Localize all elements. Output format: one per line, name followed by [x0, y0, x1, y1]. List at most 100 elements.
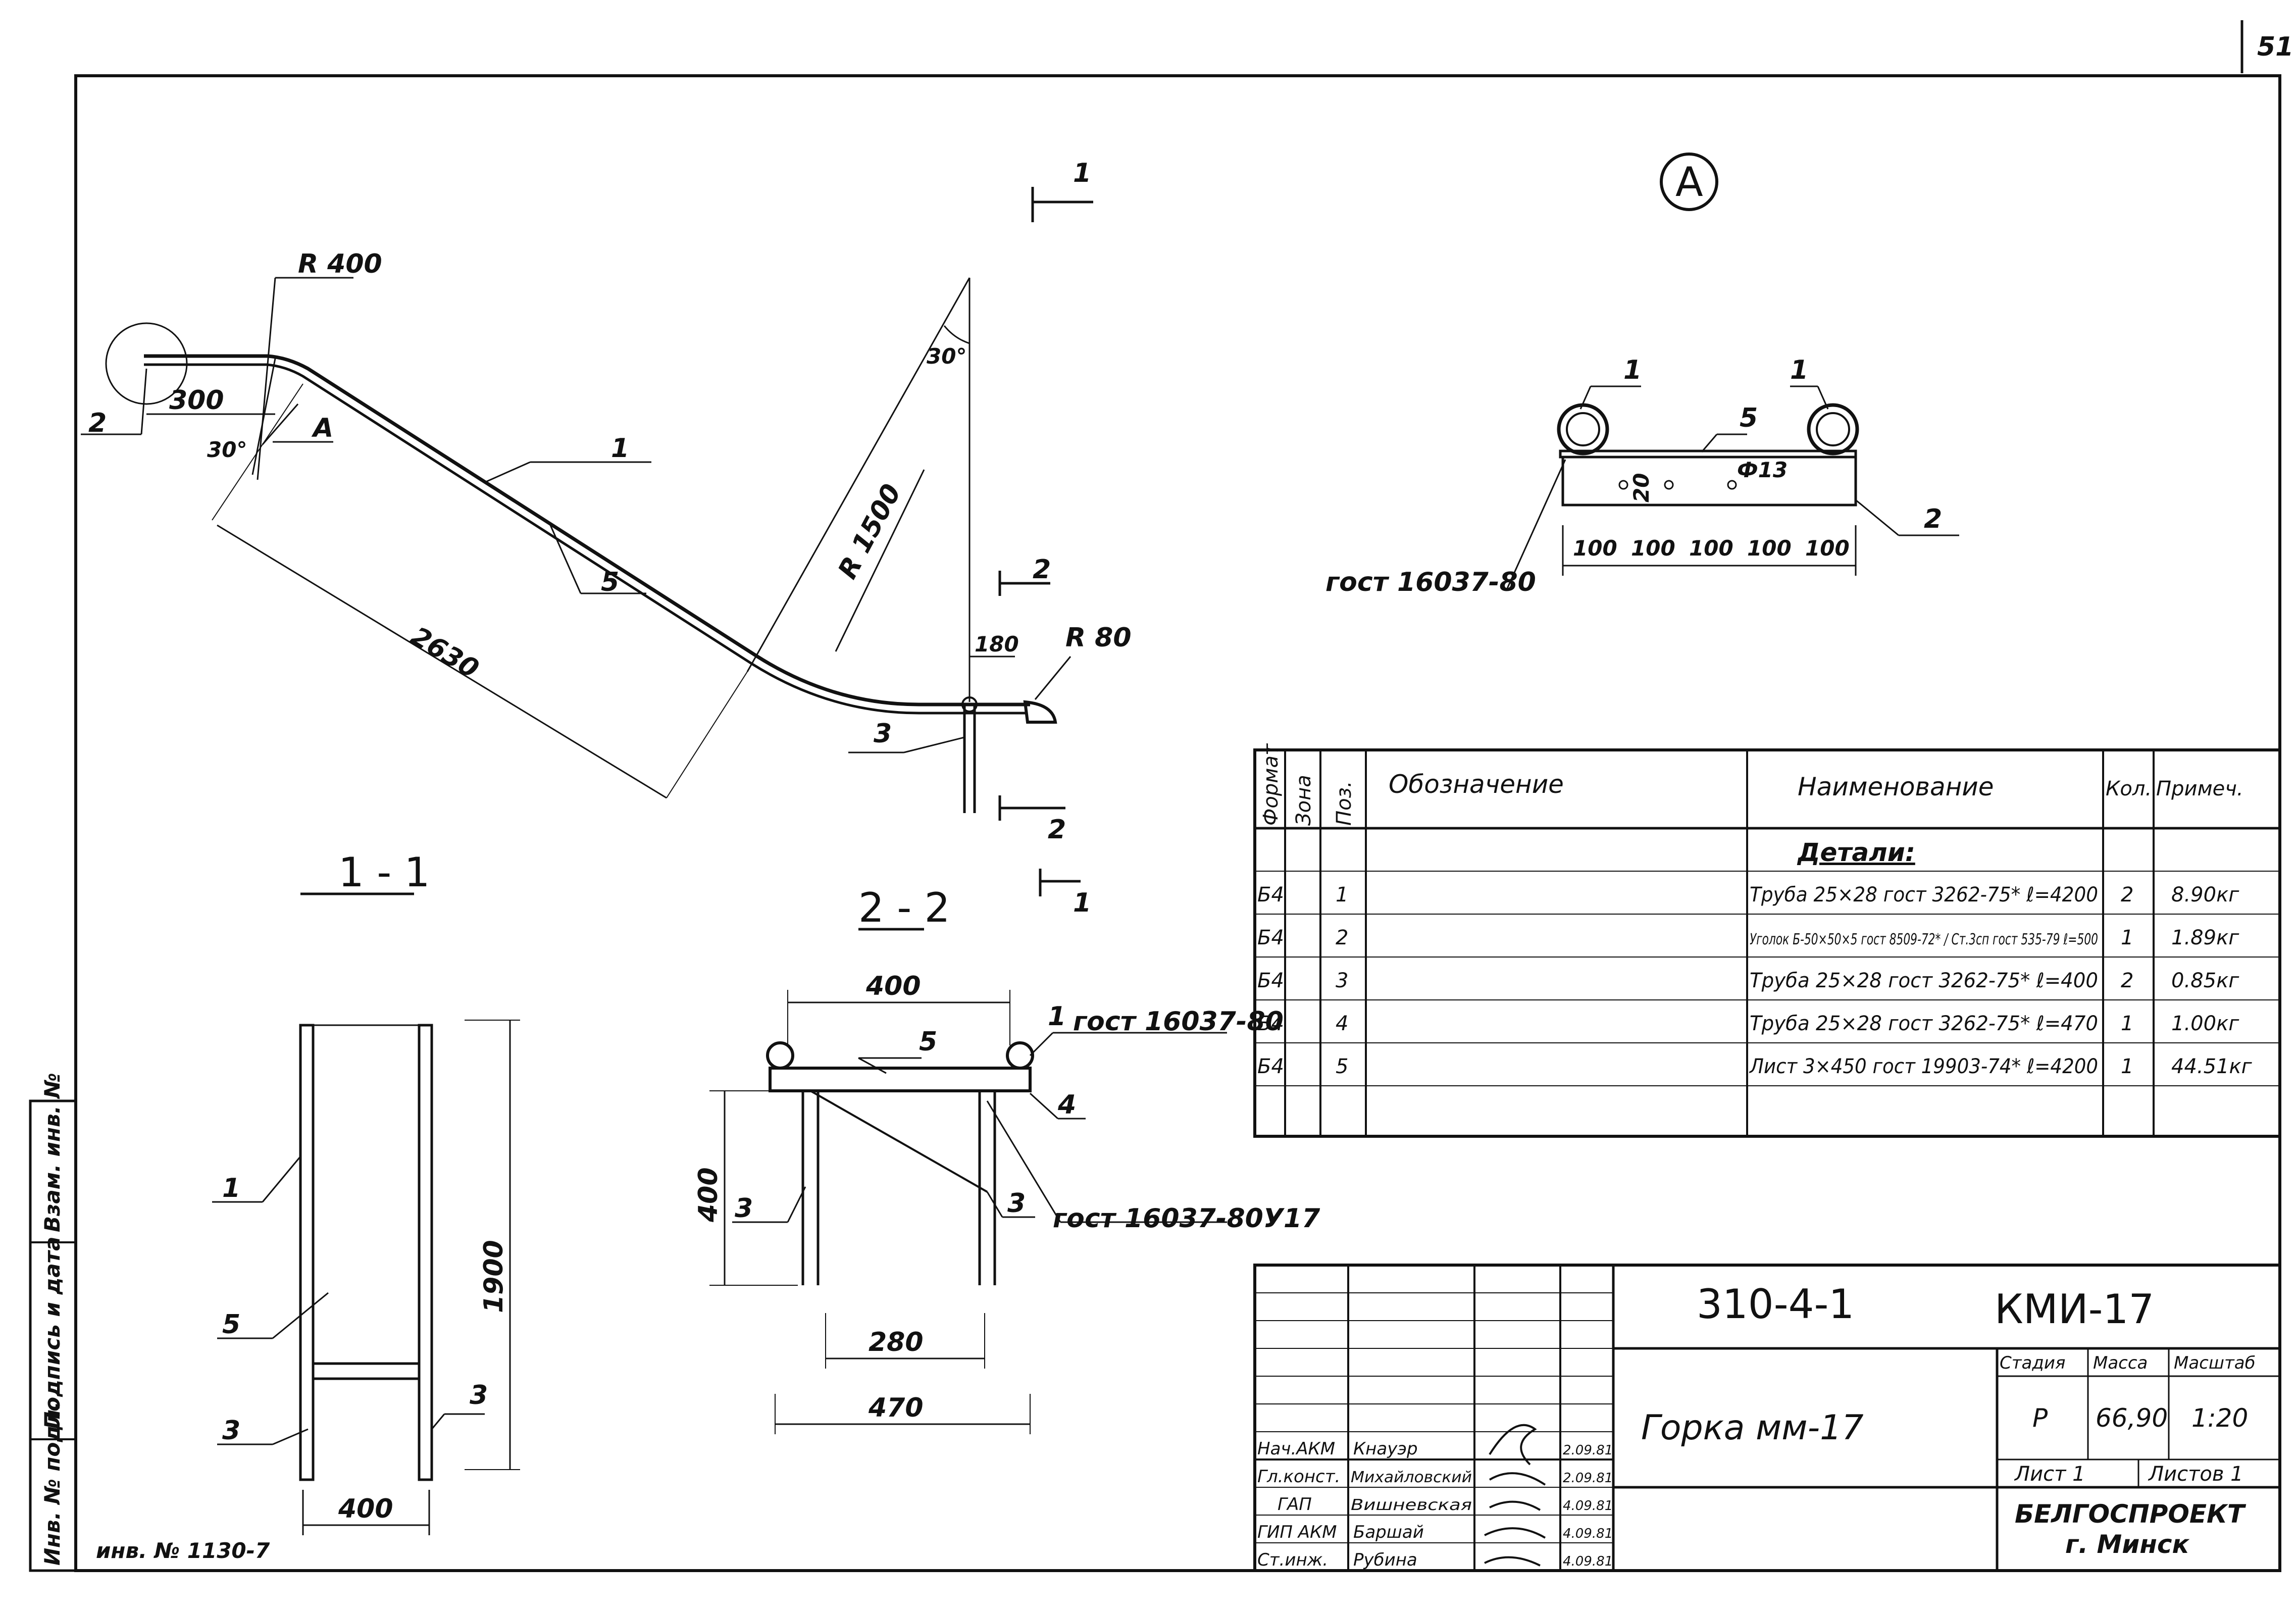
spec-table: [1253, 748, 2281, 1138]
callout-5: 5: [601, 567, 619, 597]
tb-sheet: Лист 1: [2014, 1463, 2085, 1486]
sig-role: ГАП: [1278, 1494, 1312, 1515]
row-qty: 2: [2121, 883, 2133, 907]
row-note: 1.89кг: [2171, 926, 2239, 949]
detailA-callout-1b: 1: [1790, 355, 1808, 385]
callout-A: A: [311, 413, 333, 443]
sec22-gost-2: гост 16037-80У17: [1053, 1203, 1320, 1234]
dim-180: 180: [975, 632, 1019, 657]
row-qty: 2: [2121, 969, 2133, 992]
spec-header-qty: Кол.: [2106, 777, 2152, 800]
tb-title: Горка мм-17: [1641, 1408, 1864, 1448]
tb-signature-row-1: Нач.АКМ Кнауэр 2.09.81: [1257, 1439, 1613, 1459]
spec-header-format: Формат: [1259, 743, 1283, 826]
sec22-gost-1: гост 16037-80: [1073, 1006, 1284, 1037]
sig-date: 2.09.81: [1563, 1443, 1613, 1458]
slide-rail-upper: [144, 354, 1030, 707]
row-name: Лист 3×450 гост 19903-74* ℓ=4200: [1749, 1055, 2098, 1078]
inventory-number: инв. № 1130-7: [96, 1538, 270, 1563]
row-note: 0.85кг: [2171, 969, 2239, 992]
tb-city: г. Минск: [2065, 1530, 2189, 1559]
row-format: Б4: [1257, 926, 1284, 949]
sig-role: Нач.АКМ: [1257, 1439, 1335, 1459]
row-note: 44.51кг: [2171, 1055, 2253, 1078]
tb-code: КМИ-17: [1995, 1286, 2154, 1333]
sig-date: 4.09.81: [1563, 1498, 1613, 1514]
detailA-spacing-4: 100: [1747, 536, 1792, 561]
section-1-1-title: 1 - 1: [338, 849, 430, 896]
dim-angle-30a: 30°: [207, 437, 247, 462]
detailA-dim-20: 20: [1629, 473, 1654, 502]
sec11-callout-1: 1: [222, 1173, 240, 1203]
row-note: 8.90кг: [2171, 883, 2239, 907]
sec22-callout-3a: 3: [735, 1193, 753, 1224]
section-1-1: [212, 892, 520, 1535]
sig-name: Рубина: [1353, 1550, 1417, 1570]
callout-1: 1: [611, 433, 629, 464]
row-format: Б4: [1257, 1055, 1284, 1078]
tb-signature-row-5: Ст.инж. Рубина 4.09.81: [1257, 1550, 1613, 1570]
detailA-spacing-1: 100: [1573, 536, 1617, 561]
sec11-callout-5: 5: [222, 1310, 240, 1340]
dim-r400: R 400: [298, 249, 382, 279]
sig-name: Баршай: [1353, 1522, 1424, 1542]
spec-header-name: Наименование: [1798, 772, 1994, 801]
detailA-callout-1a: 1: [1623, 355, 1642, 385]
tb-signature-row-3: ГАП Вишневская 4.09.81: [1278, 1494, 1613, 1515]
row-pos: 4: [1336, 1012, 1348, 1035]
tb-stage: Р: [2032, 1403, 2048, 1433]
sec11-callout-3a: 3: [222, 1416, 240, 1446]
detail-a: [1506, 153, 1959, 589]
spec-section-title: Детали:: [1797, 838, 1915, 867]
row-pos: 3: [1336, 969, 1348, 992]
side-label-inv: Инв. № подл.: [40, 1401, 65, 1566]
cut-1-bottom: 1: [1073, 888, 1091, 918]
dim-2630: 2630: [405, 621, 484, 685]
sig-name: Кнауэр: [1353, 1439, 1418, 1459]
cut-2-top: 2: [1033, 555, 1051, 585]
side-label-sign: Подпись и дата: [40, 1237, 65, 1429]
binding-strip: Инв. № подл. Подпись и дата Взам. инв. №: [29, 1073, 77, 1572]
row-pos: 1: [1336, 883, 1348, 907]
dim-300: 300: [169, 385, 224, 416]
sec11-dim-1900: 1900: [479, 1240, 509, 1313]
spec-row-1: Б4 1 Труба 25×28 гост 3262-75* ℓ=4200 2 …: [1257, 883, 2239, 907]
detailA-callout-2: 2: [1924, 504, 1942, 534]
tb-mass-label: Масса: [2093, 1353, 2148, 1373]
slide-rail-lower: [144, 363, 1025, 715]
sig-date: 2.09.81: [1563, 1471, 1613, 1486]
row-name: Труба 25×28 гост 3262-75* ℓ=400: [1750, 969, 2098, 992]
row-note: 1.00кг: [2171, 1012, 2239, 1035]
section-2-2-title: 2 - 2: [858, 884, 950, 931]
sec22-dim-470: 470: [868, 1393, 924, 1423]
cut-2-bottom: 2: [1048, 815, 1066, 845]
row-qty: 1: [2121, 1055, 2133, 1078]
dim-r1500: R 1500: [833, 479, 907, 584]
tb-scale: 1:20: [2191, 1403, 2248, 1433]
sec11-dim-400: 400: [338, 1494, 393, 1524]
sec22-dim-280: 280: [869, 1327, 924, 1357]
detailA-callout-5: 5: [1740, 403, 1758, 433]
dim-r80: R 80: [1065, 623, 1132, 653]
row-name: Труба 25×28 гост 3262-75* ℓ=470: [1750, 1012, 2098, 1035]
row-name: Уголок Б-50×50×5 гост 8509-72* / Ст.3сп …: [1750, 931, 2098, 948]
tb-signature-row-4: ГИП АКМ Баршай 4.09.81: [1257, 1522, 1613, 1542]
sec22-dim-400-side: 400: [693, 1167, 724, 1223]
row-format: Б4: [1257, 1012, 1284, 1035]
row-format: Б4: [1257, 969, 1284, 992]
row-qty: 1: [2121, 1012, 2133, 1035]
tb-signature-row-2: Гл.конст. Михайловский 2.09.81: [1257, 1467, 1613, 1487]
spec-header-pos: Поз.: [1333, 781, 1356, 826]
view-marker: A: [1675, 159, 1703, 206]
sec22-callout-4: 4: [1057, 1090, 1076, 1120]
detailA-hole-dia: Ф13: [1737, 458, 1788, 482]
row-pos: 5: [1336, 1055, 1348, 1078]
tb-mass: 66,90: [2096, 1403, 2168, 1433]
tb-org: БЕЛГОСПРОЕКТ: [2015, 1499, 2247, 1529]
sec22-dim-400-top: 400: [865, 971, 921, 1001]
row-pos: 2: [1336, 926, 1348, 949]
callout-2: 2: [88, 408, 107, 438]
sec22-callout-3b: 3: [1007, 1188, 1026, 1219]
signature-marks: [1484, 1424, 1546, 1567]
